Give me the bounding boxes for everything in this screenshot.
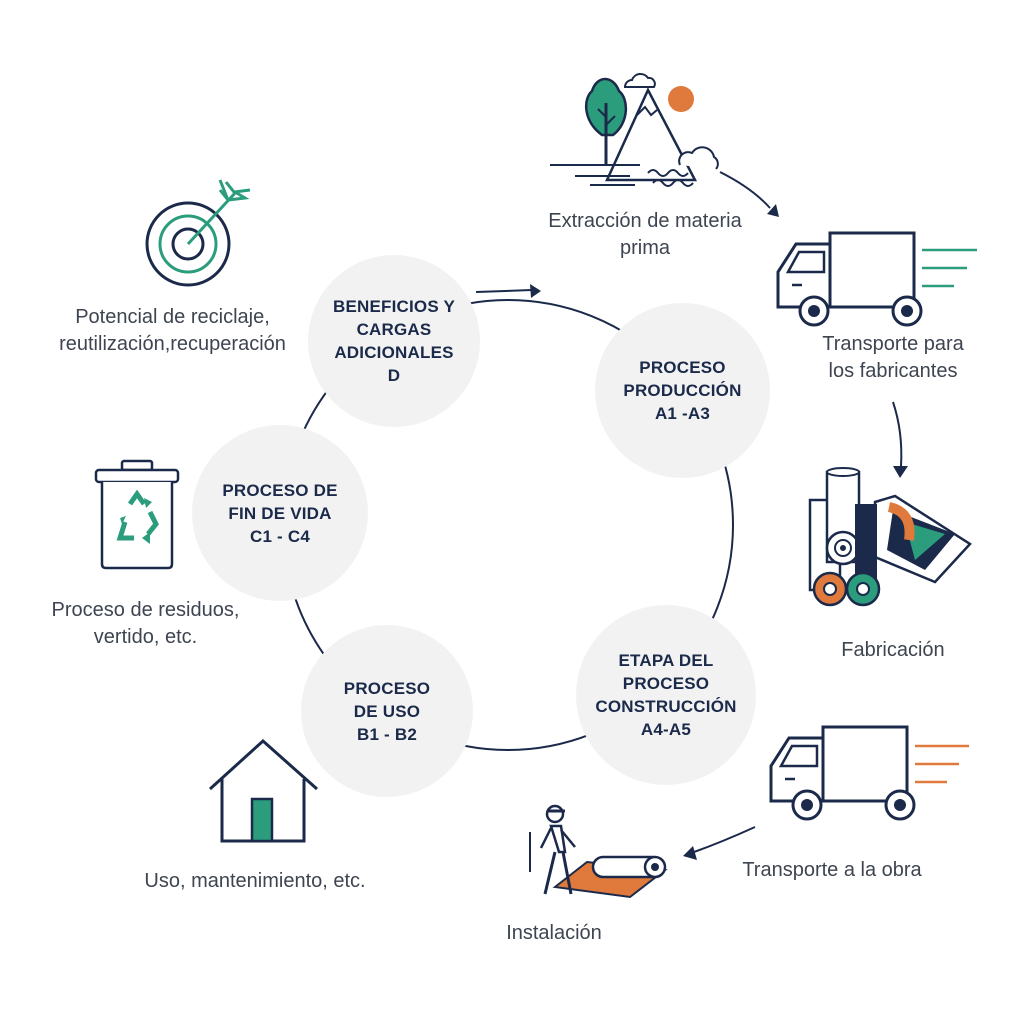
nature-landscape-icon [550, 73, 719, 187]
caption-transporte-obra: Transporte a la obra [742, 859, 922, 881]
stage-produccion: PROCESO PRODUCCIÓN A1 -A3 [595, 303, 770, 478]
delivery-truck-icon [776, 231, 977, 327]
material-rolls-icon [808, 467, 972, 607]
recycle-bin-icon [94, 459, 180, 570]
caption-fabricacion: Fabricación [841, 639, 945, 661]
worker-rolling-carpet-icon [529, 804, 668, 899]
stage-construccion: ETAPA DEL PROCESO CONSTRUCCIÓN A4-A5 [576, 605, 756, 785]
stage-produccion-label: PROCESO PRODUCCIÓN A1 -A3 [623, 358, 742, 423]
stage-beneficios: BENEFICIOS Y CARGAS ADICIONALES D [308, 255, 480, 427]
stage-fin-vida-label: PROCESO DE FIN DE VIDA C1 - C4 [222, 480, 338, 546]
stage-beneficios-label: BENEFICIOS Y CARGAS ADICIONALES D [332, 297, 456, 385]
caption-uso: Uso, mantenimiento, etc. [144, 870, 366, 892]
delivery-truck-icon [769, 725, 969, 821]
stage-fin-vida: PROCESO DE FIN DE VIDA C1 - C4 [192, 425, 368, 601]
caption-residuos: Proceso de residuos, vertido, etc. [51, 599, 240, 648]
caption-extraccion: Extracción de materia prima [548, 210, 742, 259]
caption-instalacion: Instalación [506, 922, 602, 944]
stage-construccion-label: ETAPA DEL PROCESO CONSTRUCCIÓN A4-A5 [595, 651, 737, 739]
house-icon [208, 738, 318, 843]
caption-reciclaje: Potencial de reciclaje, reutilización,re… [59, 306, 286, 355]
target-arrow-icon [145, 179, 251, 287]
stage-uso-label: PROCESO DE USO B1 - B2 [343, 678, 431, 744]
stage-uso: PROCESO DE USO B1 - B2 [301, 625, 473, 797]
caption-transporte-fabricantes: Transporte para los fabricantes [822, 333, 964, 382]
